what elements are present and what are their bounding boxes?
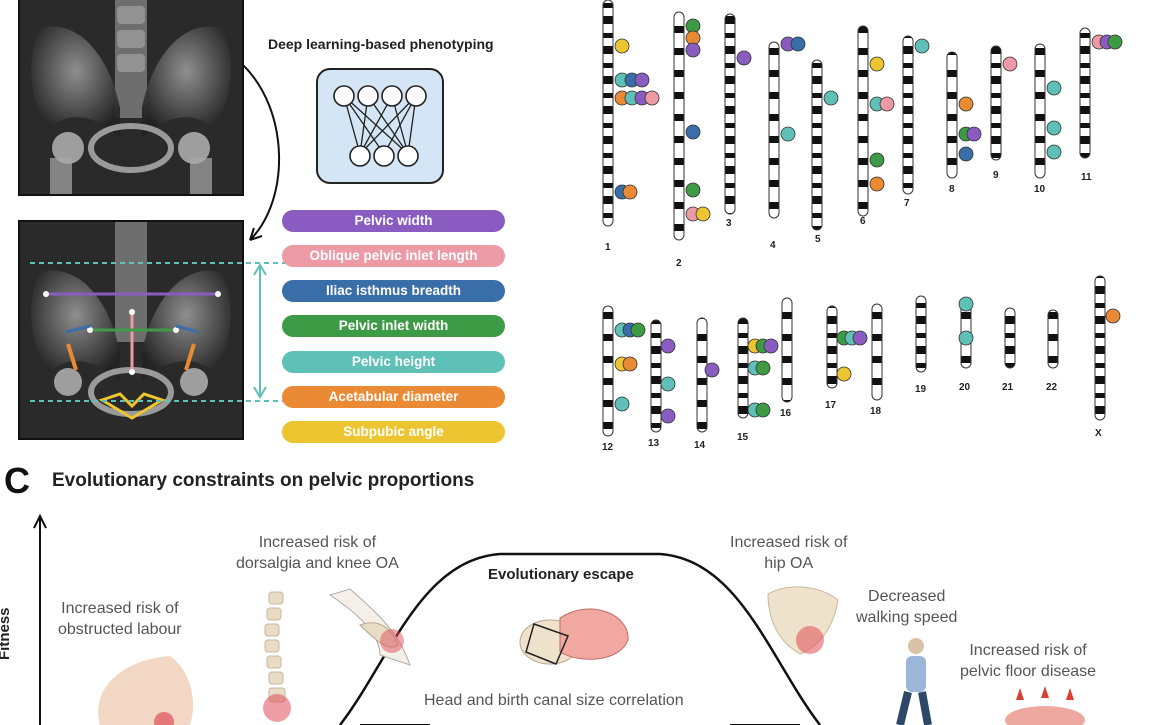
birth-canal-illustration	[519, 608, 629, 665]
chromosome-label-22: 22	[1046, 382, 1058, 393]
neural-network-icon	[333, 85, 427, 167]
chromosome-label-15: 15	[737, 432, 749, 443]
panel-c-title: Evolutionary constraints on pelvic propo…	[52, 470, 475, 491]
risk-dorsalgia: Increased risk of dorsalgia and knee OA	[236, 534, 399, 572]
chromosome-label-16: 16	[780, 408, 792, 419]
chromosome-label-19: 19	[915, 384, 927, 395]
risk-obstructed-labour: Increased risk of obstructed labour	[58, 600, 182, 638]
chromosome-label-2: 2	[676, 258, 682, 269]
chromosome-label-17: 17	[825, 400, 837, 411]
chromosome-label-3: 3	[726, 218, 732, 229]
chromosome-label-12: 12	[602, 442, 614, 453]
obstructed-labour-illustration	[98, 656, 194, 725]
chromosome-label-6: 6	[860, 216, 866, 227]
walking-person-illustration	[896, 638, 932, 725]
pelvis-xray-annotated-image	[20, 222, 242, 438]
chromosome-label-13: 13	[648, 438, 660, 449]
chromosome-label-7: 7	[904, 198, 910, 209]
chromosome-label-x: X	[1095, 428, 1102, 439]
pelvis-xray-top	[18, 0, 244, 196]
pill-pelvic-height: Pelvic height	[282, 351, 505, 373]
fitness-axis-label: Fitness	[0, 607, 13, 660]
panel-letter-c: C	[4, 460, 30, 501]
chromosome-label-20: 20	[959, 382, 971, 393]
pill-pelvic-width: Pelvic width	[282, 210, 505, 232]
head-birth-canal-label: Head and birth canal size correlation	[424, 692, 684, 709]
chromosome-label-9: 9	[993, 170, 999, 181]
chromosome-label-18: 18	[870, 406, 882, 417]
pill-acetabular-diameter: Acetabular diameter	[282, 386, 505, 408]
pelvis-xray-annotated	[18, 220, 244, 440]
pill-oblique-inlet: Oblique pelvic inlet length	[282, 245, 505, 267]
knee-illustration	[328, 588, 411, 666]
chromosome-label-4: 4	[770, 240, 776, 251]
neural-network-box	[316, 68, 444, 184]
evolutionary-escape-label: Evolutionary escape	[488, 566, 634, 583]
chromosome-label-14: 14	[694, 440, 706, 451]
chromosome-label-1: 1	[605, 242, 611, 253]
spine-illustration	[263, 591, 291, 722]
pelvic-floor-illustration	[1005, 686, 1085, 725]
chromosome-label-21: 21	[1002, 382, 1014, 393]
hip-illustration	[767, 586, 839, 655]
pelvic-height-guides	[30, 262, 285, 402]
workflow-arrow	[241, 63, 281, 241]
karyotype-ideogram	[602, 0, 1123, 437]
chromosome-label-10: 10	[1034, 184, 1046, 195]
chromosome-label-5: 5	[815, 234, 821, 245]
risk-pelvic-floor: Increased risk of pelvic floor disease	[960, 642, 1097, 680]
pelvis-xray-top-image	[20, 0, 242, 194]
chromosome-label-8: 8	[949, 184, 955, 195]
chromosome-label-11: 11	[1081, 172, 1092, 183]
fitness-axis	[33, 513, 47, 725]
risk-hip-oa: Increased risk of hip OA	[730, 534, 848, 572]
phenotyping-title: Deep learning-based phenotyping	[268, 36, 494, 52]
pill-pelvic-inlet-width: Pelvic inlet width	[282, 315, 505, 337]
pill-subpubic-angle: Subpubic angle	[282, 421, 505, 443]
pill-iliac-isthmus: Iliac isthmus breadth	[282, 280, 505, 302]
risk-walking-speed: Decreased walking speed	[856, 588, 958, 626]
